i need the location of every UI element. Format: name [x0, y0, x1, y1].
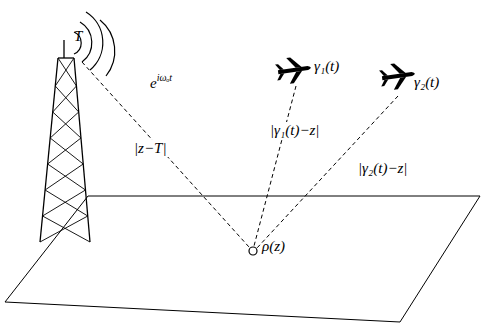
radio-waves	[74, 12, 115, 76]
aircraft-label: γ₁(t)	[314, 58, 339, 75]
ground-plane	[5, 196, 480, 322]
signal-formula: eiωₒt	[150, 72, 172, 92]
airplane	[274, 55, 312, 86]
distance-label: |z−T|	[132, 140, 169, 157]
scatter-point	[249, 247, 257, 255]
distance-label: |γ₁(t)−z|	[268, 122, 322, 139]
transmitter-label: T	[74, 28, 82, 45]
dashed-paths	[82, 62, 398, 248]
distance-label: |γ₂(t)−z|	[356, 160, 410, 177]
aircraft-label: γ₂(t)	[414, 74, 439, 91]
airplane	[378, 61, 416, 92]
tower	[40, 40, 90, 242]
point-label: ρ(z)	[262, 238, 285, 255]
